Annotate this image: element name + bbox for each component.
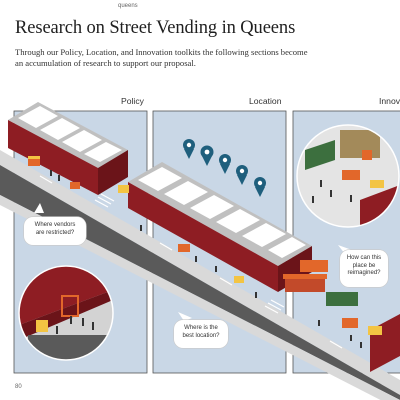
- map-pin-icon: [219, 154, 231, 174]
- page-title: Research on Street Vending in Queens: [15, 18, 296, 38]
- policy-zoom-circle: [19, 266, 113, 360]
- map-pin-icon: [254, 177, 266, 197]
- vendor-stalls: [28, 156, 382, 335]
- policy-question-bubble: Where vendors are restricted?: [24, 217, 86, 245]
- location-building: [128, 162, 312, 292]
- panel-label-innovation: Innov: [379, 96, 400, 106]
- pedestrians: [50, 170, 362, 348]
- map-pin-icon: [200, 145, 214, 166]
- innovation-zoom-circle: [297, 125, 399, 227]
- map-pin-icon: [183, 139, 195, 159]
- location-question-bubble: Where is the best location?: [174, 320, 228, 348]
- panel-label-location: Location: [249, 96, 282, 106]
- map-pin-icon: [236, 165, 248, 185]
- page-number: 80: [15, 384, 22, 390]
- street-band: [0, 150, 400, 400]
- header-section-tag: queens: [118, 3, 138, 9]
- policy-building: [8, 102, 128, 195]
- page-subtitle: Through our Policy, Location, and Innova…: [15, 47, 308, 68]
- panel-label-policy: Policy: [121, 96, 144, 106]
- location-pins: [183, 139, 266, 197]
- innovation-question-bubble: How can this place be reimagined?: [340, 250, 388, 287]
